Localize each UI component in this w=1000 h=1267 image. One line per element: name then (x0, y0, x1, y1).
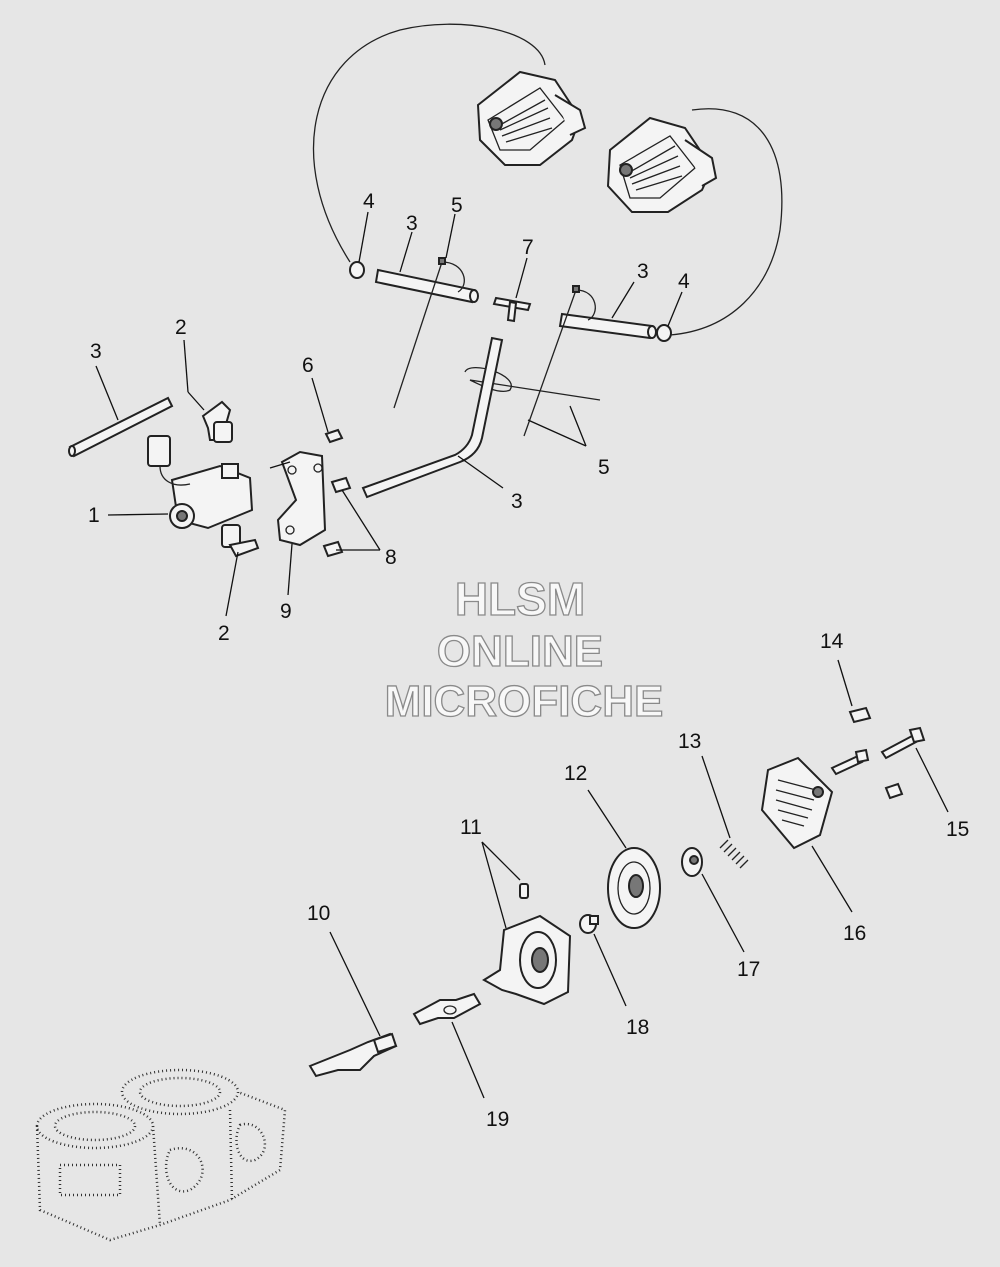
screw-6 (324, 428, 344, 444)
tie-strap-right (523, 285, 596, 437)
flow-arc-left (312, 23, 546, 263)
pump-cover (760, 756, 834, 850)
solenoid-valve (147, 435, 254, 530)
callout-8: 8 (385, 546, 397, 569)
callout-14: 14 (820, 630, 844, 653)
hose-left (68, 396, 174, 458)
bolt-14 (848, 706, 872, 724)
hose-clamp-right (656, 324, 672, 342)
callout-15: 15 (946, 818, 969, 841)
valve-housing-right (606, 116, 718, 213)
engine-block (35, 1068, 287, 1242)
callout-2-bottom: 2 (218, 622, 230, 645)
elbow-fitting-bottom (221, 524, 260, 558)
fitting-10 (308, 1032, 398, 1078)
gasket (412, 992, 482, 1026)
watermark-line2: ONLINE (437, 627, 603, 676)
callout-5-lower: 5 (598, 456, 610, 479)
callout-16: 16 (843, 922, 866, 945)
valve-housing-left (476, 70, 587, 166)
callout-13: 13 (678, 730, 701, 753)
spring (719, 839, 749, 869)
hose-curved (361, 336, 504, 499)
callout-labels: 4 3 5 7 3 4 3 2 6 1 2 9 8 3 5 14 13 15 1… (88, 190, 969, 1131)
callout-18: 18 (626, 1016, 649, 1039)
callout-3-curved: 3 (511, 490, 523, 513)
watermark-line1: HLSM (455, 573, 585, 625)
callout-10: 10 (307, 902, 330, 925)
tie-strap-left (393, 257, 465, 409)
callout-2-top: 2 (175, 316, 187, 339)
bolts-15 (830, 726, 926, 800)
elbow-fitting-top (201, 400, 233, 443)
callout-3-left: 3 (90, 340, 102, 363)
callout-5-upper: 5 (451, 194, 463, 217)
callout-12: 12 (564, 762, 587, 785)
callout-11: 11 (460, 816, 482, 839)
callout-6: 6 (302, 354, 314, 377)
check-valve (579, 914, 599, 934)
callout-17: 17 (737, 958, 760, 981)
watermark-line3: MICROFICHE (385, 677, 664, 726)
hose-upper-left (374, 268, 479, 304)
callout-19: 19 (486, 1108, 509, 1131)
pin-11 (519, 883, 529, 899)
callout-3-upper-left: 3 (406, 212, 418, 235)
flow-arc-right (669, 108, 783, 336)
callout-9: 9 (280, 600, 292, 623)
mounting-bracket (276, 450, 327, 547)
t-fitting (492, 296, 532, 323)
watermark: HLSM ONLINE MICROFICHE (384, 572, 664, 726)
tie-strap-middle (464, 367, 601, 401)
screw-8-top (330, 476, 352, 494)
hose-upper-right (558, 312, 657, 340)
callout-7: 7 (522, 236, 534, 259)
callout-3-upper-right: 3 (637, 260, 649, 283)
spring-seat (681, 847, 703, 877)
leader-lines (95, 211, 949, 1099)
diaphragm (607, 847, 661, 929)
callout-4-left: 4 (363, 190, 375, 213)
callout-1: 1 (88, 504, 100, 527)
hose-clamp-left (349, 261, 365, 279)
pump-base (482, 914, 572, 1006)
screw-8-bottom (322, 540, 344, 558)
callout-4-right: 4 (678, 270, 690, 293)
